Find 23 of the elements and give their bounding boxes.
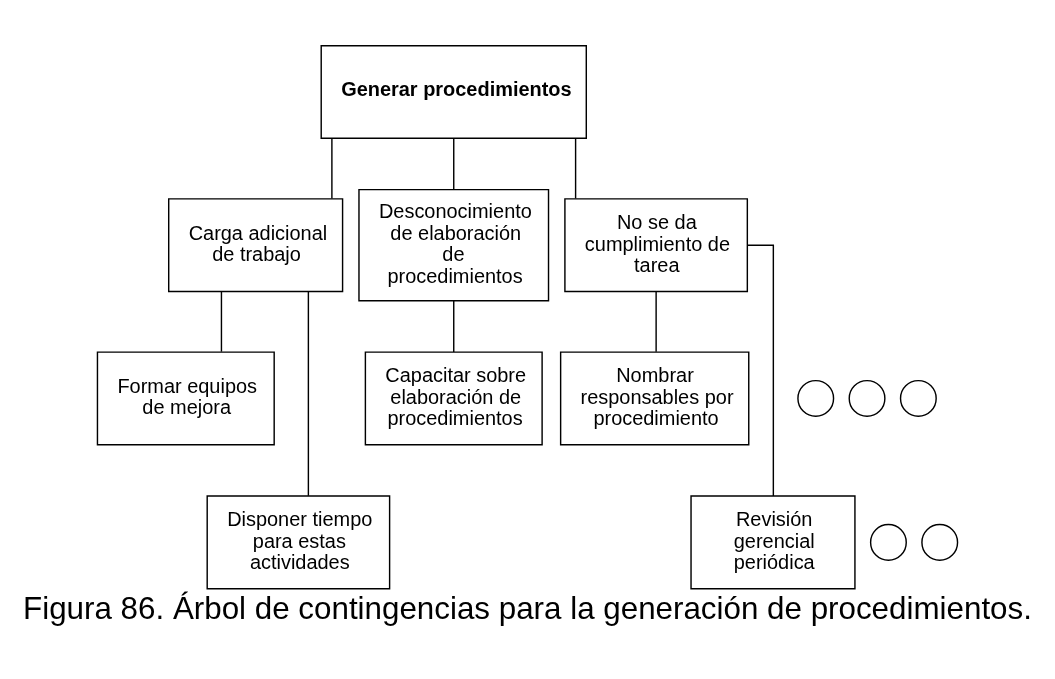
node-circle xyxy=(899,379,937,417)
connector xyxy=(655,290,657,352)
node-box: Capacitar sobre elaboración de procedimientos xyxy=(364,350,543,445)
connector xyxy=(220,290,223,352)
connector xyxy=(453,137,455,190)
node-circle xyxy=(869,523,907,561)
node-box: Desconocimiento de elaboración de procedimientos xyxy=(358,188,550,302)
node-box: No se da cumplimiento de tarea xyxy=(564,197,749,292)
node-circle xyxy=(921,523,959,561)
node-box: Carga adicional de trabajo xyxy=(168,197,344,292)
node-circle xyxy=(797,379,835,417)
connector xyxy=(453,299,455,353)
node-box: Generar procedimientos xyxy=(320,44,587,139)
node-box: Formar equipos de mejora xyxy=(96,350,275,445)
node-box: Nombrar responsables por procedimiento xyxy=(559,350,750,445)
connector xyxy=(331,137,333,199)
caption: Figura 86. Árbol de contingencias para la generación de procedimientos. xyxy=(23,590,1032,626)
connector xyxy=(307,290,310,496)
connector xyxy=(574,137,577,199)
node-box: Disponer tiempo para estas actividades xyxy=(206,494,391,589)
node-circle xyxy=(848,379,886,417)
node-box: Revisión gerencial periódica xyxy=(690,494,856,589)
connector xyxy=(747,244,775,497)
